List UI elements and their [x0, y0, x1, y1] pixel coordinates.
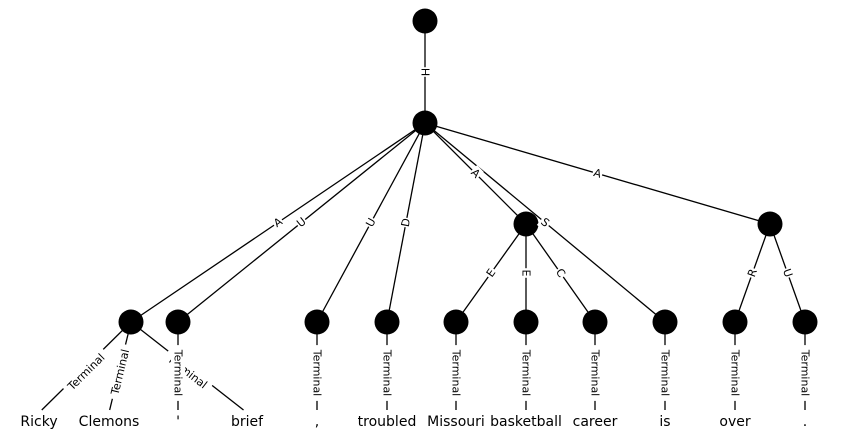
word-t_troubled: troubled — [358, 414, 417, 430]
node-t_comma — [304, 309, 330, 335]
word-t_career: career — [573, 414, 618, 430]
edge-label-12-bg — [779, 266, 796, 280]
edge-label-6-bg — [536, 214, 554, 231]
word-t_basketball: basketball — [490, 414, 562, 430]
terminal-label-t_period-bg — [798, 345, 812, 401]
word-clemons: Clemons — [79, 414, 140, 430]
edge-label-0: H — [419, 68, 432, 76]
node-root — [412, 8, 438, 34]
edge-label-3-bg — [362, 214, 380, 231]
terminal-label-clemons: Terminal — [108, 348, 132, 397]
terminal-lines-layer — [41, 321, 806, 411]
word-brief: brief — [231, 414, 264, 430]
terminal-label-t_career: Terminal — [589, 349, 602, 397]
node-t_career — [582, 309, 608, 335]
terminal-label-t_troubled-bg — [380, 345, 394, 401]
terminal-label-t_basketball: Terminal — [520, 349, 533, 397]
node-n_ricky — [118, 309, 144, 335]
node-t_possess — [165, 309, 191, 335]
edge-label-8-bg — [482, 265, 500, 281]
word-t_period: . — [803, 414, 807, 430]
terminal-label-t_is-bg — [658, 345, 672, 401]
terminal-label-ricky: Terminal — [65, 351, 108, 394]
edge-label-7: A — [592, 166, 603, 181]
edge-label-7-bg — [590, 165, 605, 182]
edge-label-1-bg — [270, 214, 286, 231]
node-t_is — [652, 309, 678, 335]
terminal-label-t_possess-bg — [171, 345, 185, 401]
edge-label-5-bg — [467, 165, 484, 182]
edge-label-9: E — [520, 270, 533, 277]
terminal-label-ricky-bg — [61, 347, 112, 397]
terminal-label-t_basketball-bg — [519, 345, 533, 401]
word-t_is: is — [659, 414, 670, 430]
node-t_troubled — [374, 309, 400, 335]
terminal-label-t_over: Terminal — [729, 349, 742, 397]
word-t_missouri: Missouri — [427, 414, 485, 430]
node-t_basketball — [513, 309, 539, 335]
terminal-label-t_missouri-bg — [449, 345, 463, 401]
edge-label-11: R — [745, 267, 760, 279]
terminal-label-t_is: Terminal — [659, 349, 672, 397]
terminal-label-t_comma-bg — [310, 345, 324, 401]
edge-label-11-bg — [744, 266, 761, 280]
node-t_period — [792, 309, 818, 335]
terminal-label-t_troubled: Terminal — [381, 349, 394, 397]
terminal-label-t_comma: Terminal — [311, 349, 324, 397]
terminal-label-t_period: Terminal — [799, 349, 812, 397]
edge-label-0-bg — [418, 67, 432, 77]
edge-label-2-bg — [293, 214, 310, 231]
edges-layer — [130, 21, 806, 323]
terminal-label-clemons-bg — [106, 343, 134, 401]
terminal-label-t_possess: Terminal — [172, 349, 185, 397]
terminal-label-t_career-bg — [588, 345, 602, 401]
node-n_a2 — [757, 211, 783, 237]
terminal-label-t_over-bg — [728, 345, 742, 401]
edge-label-2: U — [294, 215, 308, 230]
edge-label-10-bg — [552, 265, 569, 281]
node-t_over — [722, 309, 748, 335]
nodes-layer — [118, 8, 818, 335]
node-main — [412, 110, 438, 136]
word-ricky: Ricky — [20, 414, 57, 430]
edge-label-4-bg — [398, 216, 414, 229]
terminal-label-brief: Terminal — [164, 352, 209, 392]
word-t_over: over — [719, 414, 750, 430]
words-layer: Ricky Clemons brief ', troubled Missouri baske… — [20, 414, 807, 430]
word-t_possess: ' — [176, 414, 180, 430]
terminal-label-t_missouri: Terminal — [450, 349, 463, 397]
edge-label-12: U — [780, 267, 795, 279]
word-t_comma: , — [315, 414, 319, 430]
edge-label-4: D — [399, 217, 413, 228]
edge-label-9-bg — [519, 268, 533, 278]
node-n_ae — [513, 211, 539, 237]
node-t_missouri — [443, 309, 469, 335]
